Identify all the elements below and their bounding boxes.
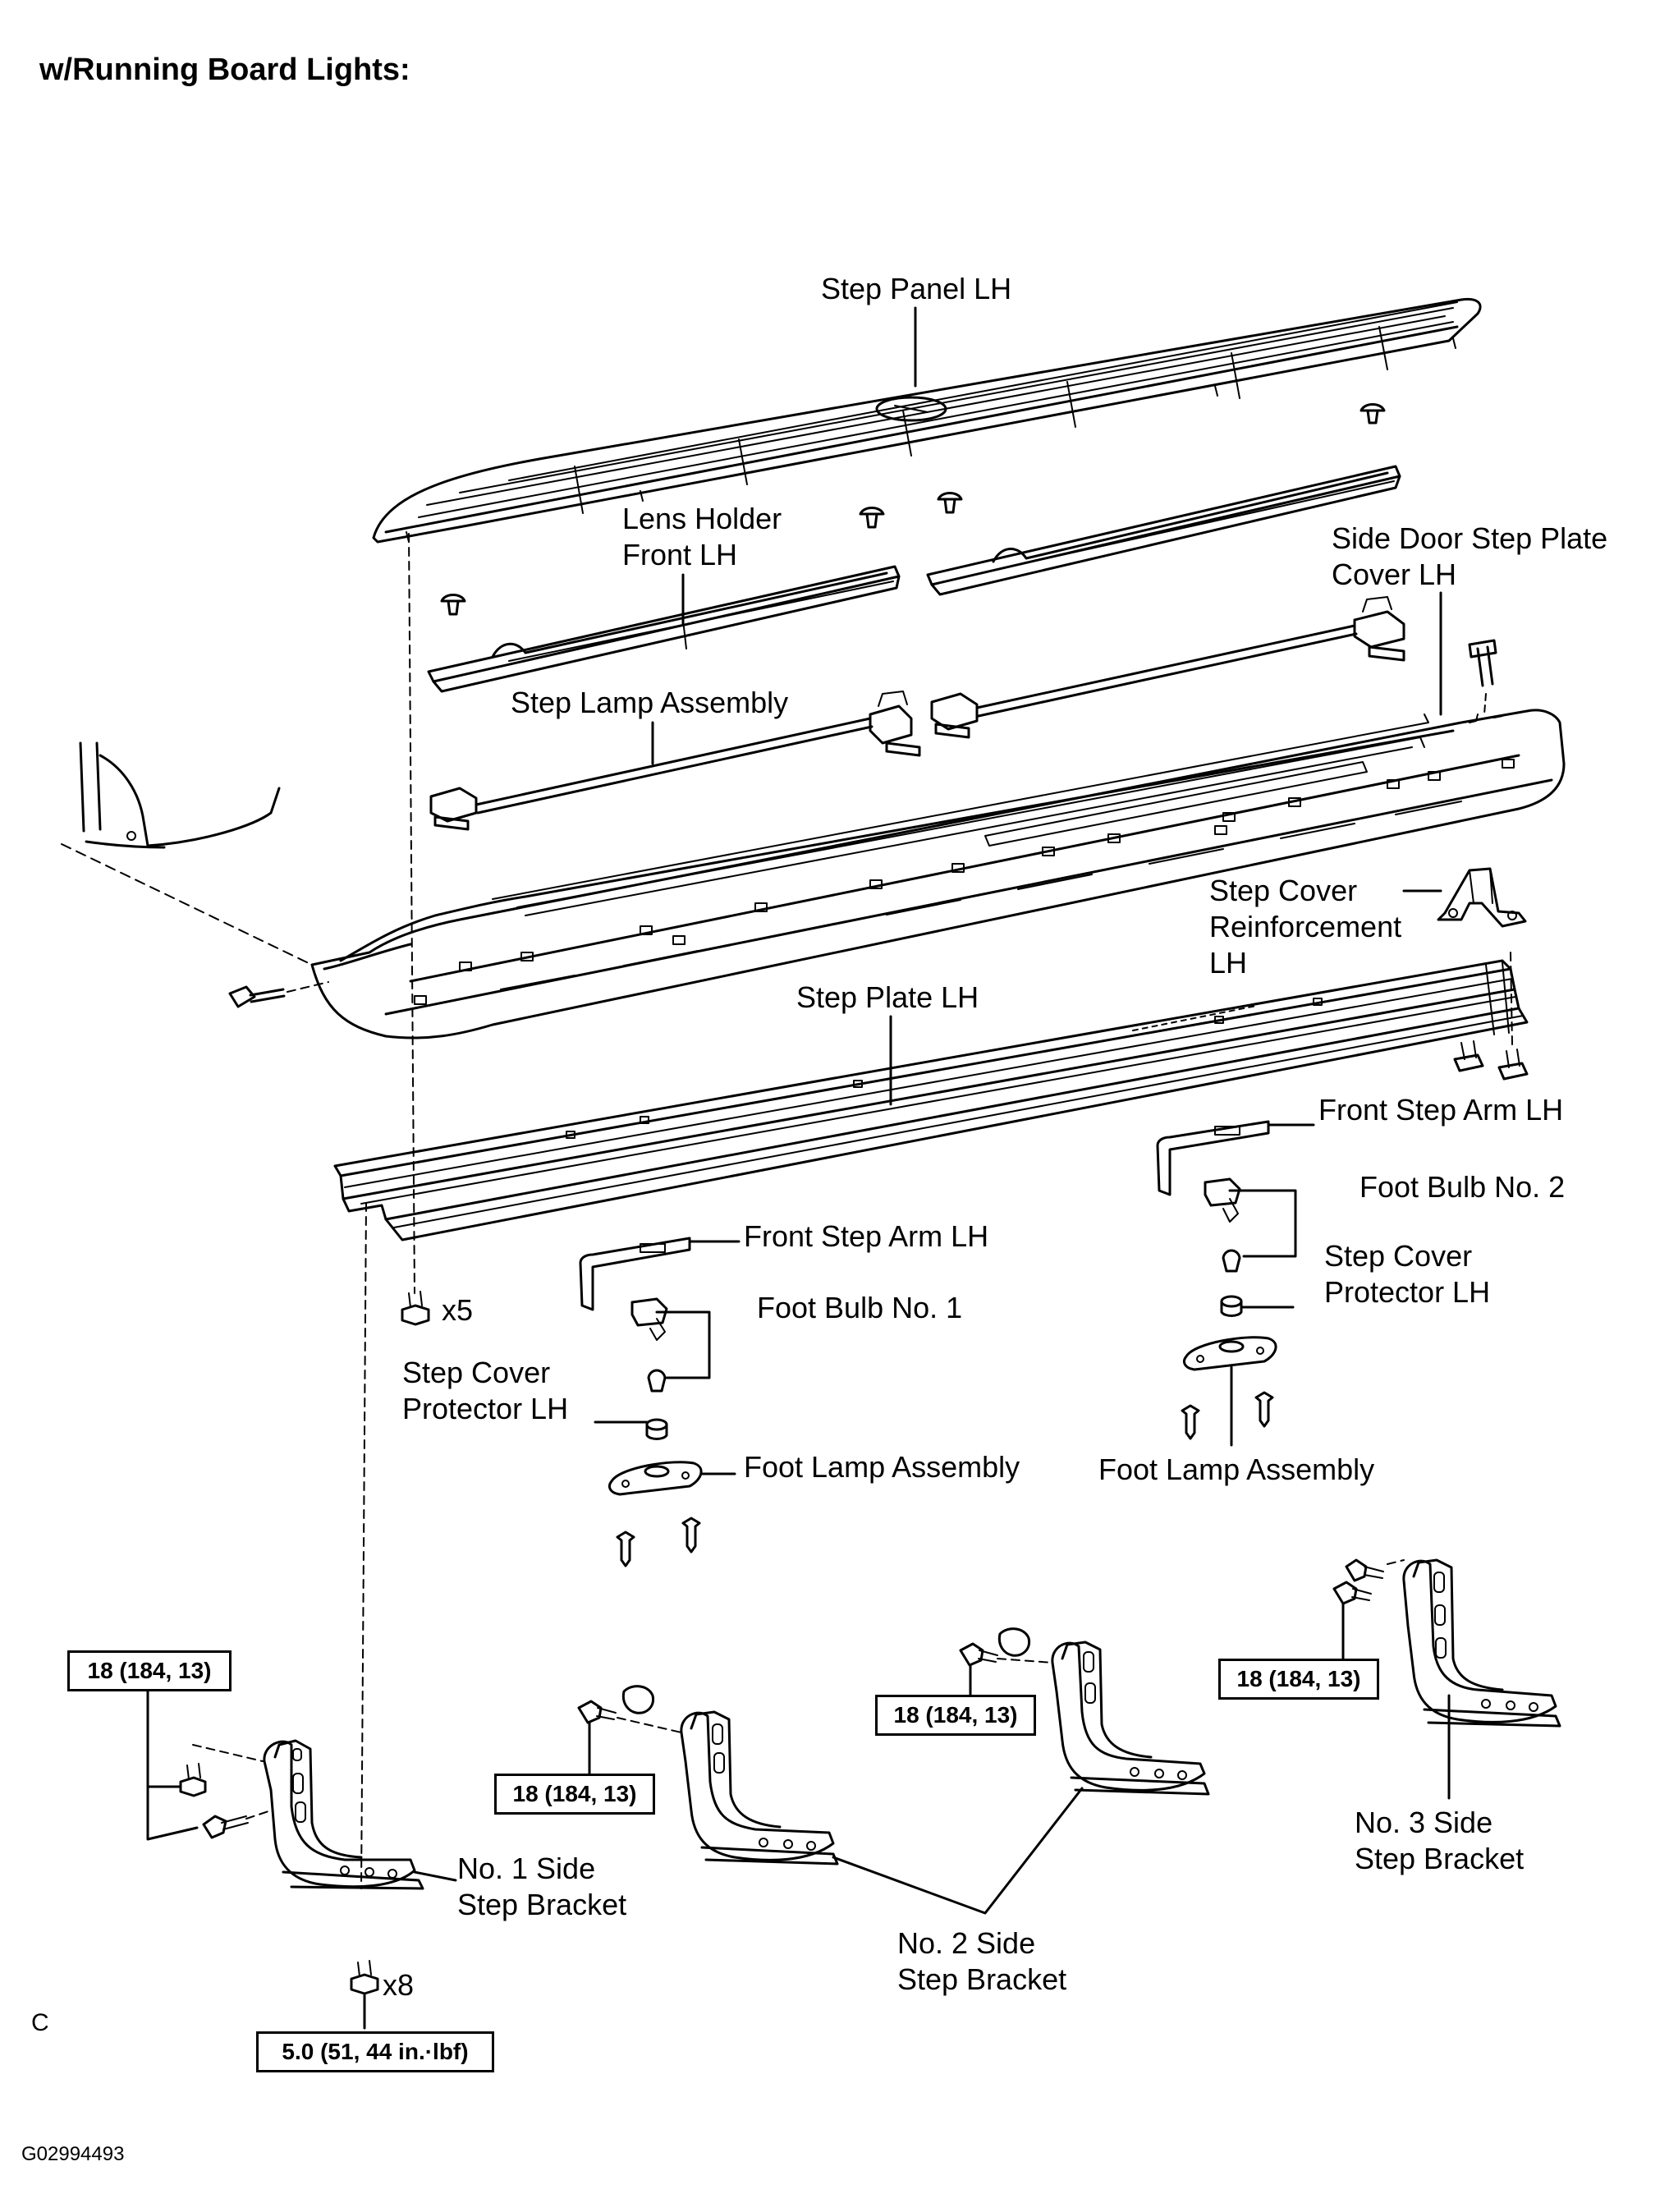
label-step-panel: Step Panel LH — [821, 272, 1012, 305]
label-front-step-arm-left: Front Step Arm LH — [744, 1219, 989, 1253]
vehicle-body-outline — [79, 741, 281, 849]
label-lens-holder: Lens Holder Front LH — [622, 502, 782, 571]
label-no2-side-step-bracket: No. 2 Side Step Bracket — [897, 1926, 1067, 1996]
label-step-plate: Step Plate LH — [796, 980, 979, 1014]
bolt-icons-no2-left — [577, 1685, 655, 1724]
diagram-title: w/Running Board Lights: — [39, 53, 410, 87]
label-qty-x8: x8 — [383, 1968, 415, 2002]
foot-lamp-left-part — [608, 1461, 703, 1567]
leader-dashed — [408, 533, 415, 1294]
screw-icon-left — [228, 985, 286, 1008]
leader-line — [832, 1787, 1084, 1915]
foot-bulb-1-part — [630, 1297, 668, 1393]
label-step-cover-protector-right: Step Cover Protector LH — [1324, 1239, 1491, 1309]
leader-dashed — [1510, 952, 1513, 1045]
no1-side-step-bracket-part — [263, 1739, 424, 1890]
label-no3-side-step-bracket: No. 3 Side Step Bracket — [1355, 1806, 1525, 1875]
leader-dashed — [245, 1810, 272, 1820]
step-lamp-part — [429, 596, 1405, 831]
torque-spec-no2-left: 18 (184, 13) — [494, 1774, 655, 1815]
label-front-step-arm-right: Front Step Arm LH — [1318, 1093, 1564, 1127]
bolt-icon-x8 — [350, 1960, 379, 1995]
bolt-icons-no3 — [1332, 1558, 1384, 1605]
torque-spec-x8: 5.0 (51, 44 in.·lbf) — [256, 2031, 494, 2072]
label-foot-bulb-2: Foot Bulb No. 2 — [1360, 1170, 1566, 1204]
no3-side-step-bracket-part — [1402, 1558, 1561, 1728]
label-no1-side-step-bracket: No. 1 Side Step Bracket — [457, 1852, 627, 1921]
leader-dashed — [61, 843, 313, 966]
leader-dashed — [1387, 1559, 1405, 1565]
step-cover-protector-right-part — [1220, 1295, 1243, 1317]
lens-holder-front-part — [427, 565, 901, 693]
label-leaders — [594, 306, 1442, 1475]
leader-dashed — [617, 1717, 682, 1733]
leader-line — [146, 1690, 199, 1841]
step-panel-part — [372, 297, 1482, 544]
label-step-lamp-assembly: Step Lamp Assembly — [511, 686, 789, 719]
label-foot-lamp-left: Foot Lamp Assembly — [744, 1450, 1020, 1484]
label-step-cover-protector-left: Step Cover Protector LH — [402, 1356, 569, 1425]
foot-lamp-right-part — [1181, 1336, 1277, 1440]
step-cover-protector-left-part — [645, 1418, 668, 1440]
no2-side-step-bracket-right-part — [1051, 1641, 1210, 1796]
torque-spec-no2-right: 18 (184, 13) — [875, 1695, 1036, 1736]
torque-spec-no1: 18 (184, 13) — [67, 1650, 232, 1691]
torque-spec-no3: 18 (184, 13) — [1218, 1659, 1379, 1700]
foot-bulb-2-part — [1204, 1177, 1241, 1273]
leader-dashed — [287, 981, 329, 993]
bolt-icon-top-right — [1468, 639, 1497, 687]
side-door-step-plate-cover-part — [310, 709, 1566, 1039]
leader-line — [413, 1870, 457, 1882]
step-cover-reinforcement-part — [1437, 867, 1527, 928]
label-qty-x5: x5 — [442, 1293, 474, 1327]
leader-dashed — [360, 1202, 367, 1889]
figure-code: G02994493 — [21, 2143, 125, 2165]
bolt-icons-no1 — [179, 1763, 249, 1839]
corner-letter: C — [31, 2009, 49, 2036]
front-step-arm-right-part — [1156, 1120, 1270, 1196]
bolt-icons-no2-right — [959, 1627, 1031, 1667]
label-foot-bulb-1: Foot Bulb No. 1 — [757, 1291, 963, 1324]
label-side-door-step-plate-cover: Side Door Step Plate Cover LH — [1332, 521, 1608, 591]
label-step-cover-reinforcement: Step Cover Reinforcement LH — [1209, 874, 1402, 980]
lens-holder-rear-part — [926, 465, 1401, 596]
label-foot-lamp-right: Foot Lamp Assembly — [1098, 1452, 1375, 1486]
no2-side-step-bracket-left-part — [680, 1710, 839, 1866]
leader-dashed — [192, 1744, 264, 1762]
leader-dashed — [1483, 693, 1487, 715]
front-step-arm-left-part — [579, 1237, 691, 1311]
leader-dashed — [997, 1658, 1053, 1664]
bolt-icon-x5 — [401, 1291, 430, 1326]
clip-icons — [440, 403, 1386, 616]
bolt-icons-right — [1453, 1040, 1529, 1081]
